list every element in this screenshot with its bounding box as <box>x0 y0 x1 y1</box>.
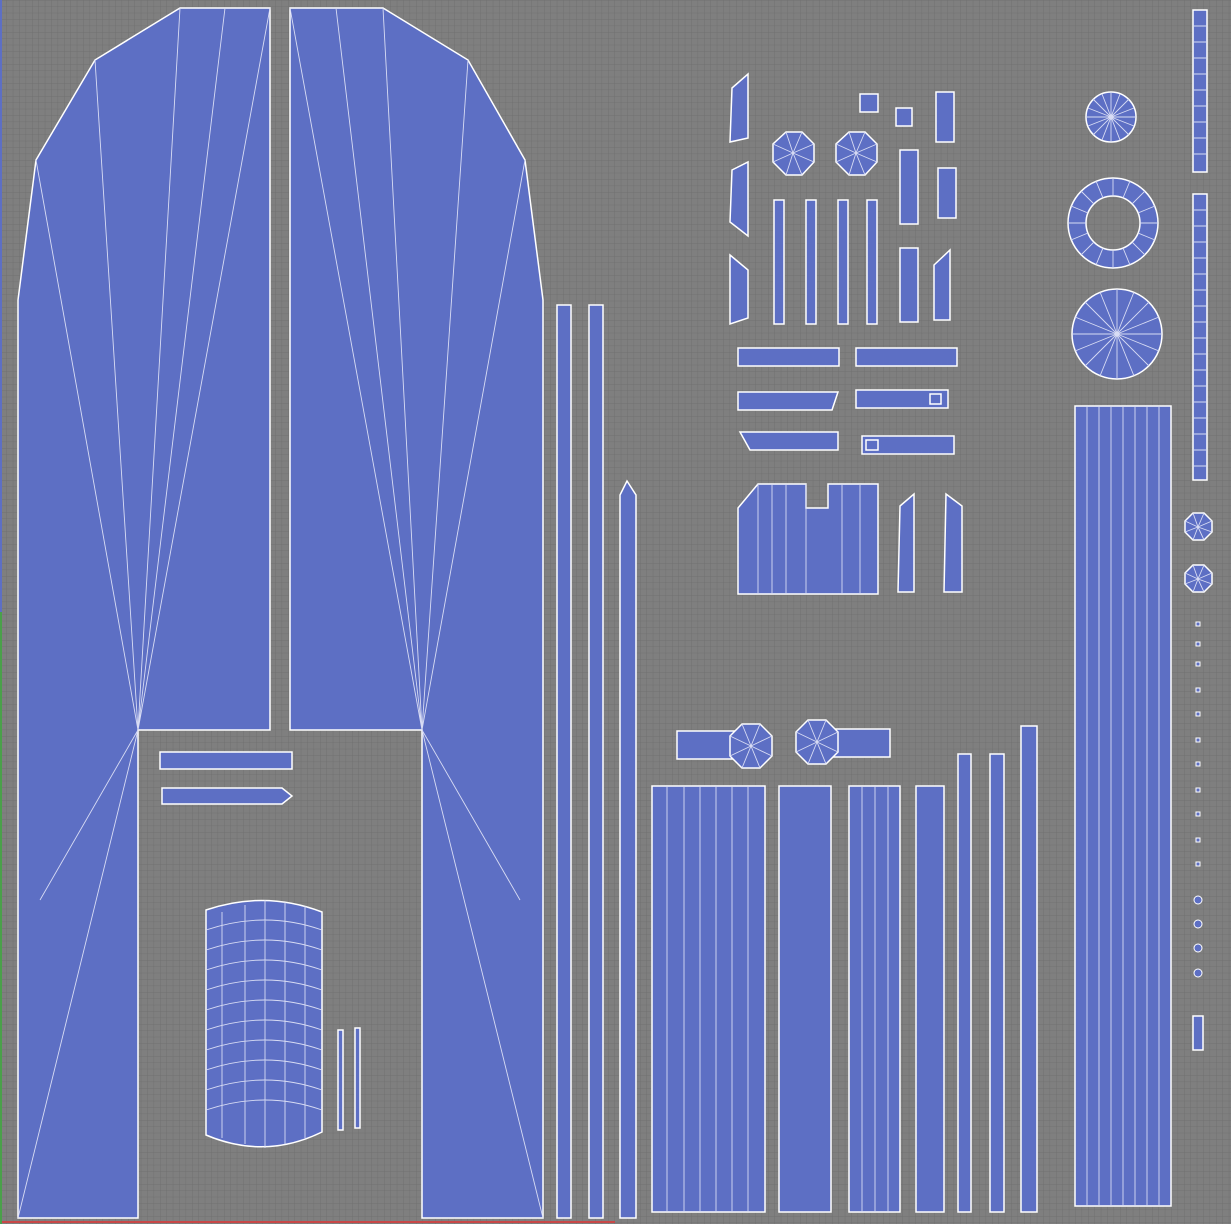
uv-shell-hstrip-2[interactable] <box>855 347 958 367</box>
uv-shell-coat-right[interactable] <box>289 7 544 1219</box>
uv-shell-strip-b[interactable] <box>161 787 294 805</box>
uv-shell-long-strip-2[interactable] <box>588 304 604 1219</box>
uv-shell-disc-top[interactable] <box>1085 91 1137 143</box>
uv-shell-sleeve-6[interactable] <box>989 753 1005 1213</box>
uv-shell-block-3[interactable] <box>937 167 957 219</box>
uv-shell-ring[interactable] <box>1067 177 1159 269</box>
uv-shell-sleeve-2[interactable] <box>778 785 832 1213</box>
uv-shell-tiny-strip[interactable] <box>1192 1015 1204 1051</box>
uv-shell-square-2[interactable] <box>895 107 913 127</box>
uv-shell-wedge-3[interactable] <box>729 253 749 326</box>
uv-shell-hstrip-4[interactable] <box>855 389 949 409</box>
uv-shell-connector-left[interactable] <box>676 723 773 769</box>
uv-shell-coat-left[interactable] <box>17 7 271 1219</box>
uv-shell-fin-1[interactable] <box>897 492 915 593</box>
uv-shell-long-strip-1[interactable] <box>556 304 572 1219</box>
uv-shell-collar[interactable] <box>205 899 323 1148</box>
uv-shell-sleeve-1[interactable] <box>651 785 766 1213</box>
uv-shell-sleeve-5[interactable] <box>957 753 972 1213</box>
uv-shell-sleeve-7[interactable] <box>1020 725 1038 1213</box>
uv-shell-square-1[interactable] <box>859 93 879 113</box>
uv-shell-long-strip-3[interactable] <box>619 479 637 1219</box>
uv-shell-wedge-1[interactable] <box>729 72 749 143</box>
uv-shell-bar-2[interactable] <box>805 199 817 325</box>
uv-shell-sleeve-4[interactable] <box>915 785 945 1213</box>
uv-shell-block-1[interactable] <box>935 91 955 143</box>
uv-shell-edge-strip-top[interactable] <box>1192 9 1208 173</box>
uv-shell-sleeve-3[interactable] <box>848 785 901 1213</box>
uv-shell-thin-b[interactable] <box>354 1027 361 1129</box>
uv-shell-notched-block[interactable] <box>737 483 879 595</box>
uv-shell-wedge-2[interactable] <box>729 160 749 238</box>
uv-shell-block-5[interactable] <box>933 248 951 321</box>
uv-shell-hstrip-6[interactable] <box>861 435 955 455</box>
uv-shell-edge-strip-bottom[interactable] <box>1192 193 1208 481</box>
uv-shell-hstrip-4b[interactable] <box>929 393 942 405</box>
uv-shell-connector-right[interactable] <box>795 719 891 765</box>
uv-shell-block-4[interactable] <box>899 247 919 323</box>
uv-shell-tiny-dots[interactable] <box>1193 621 1203 978</box>
uv-shell-fin-2[interactable] <box>943 492 963 593</box>
uv-shell-strip-a[interactable] <box>159 751 293 770</box>
uv-shell-octagon-2[interactable] <box>835 131 878 176</box>
uv-shell-hstrip-5[interactable] <box>738 431 839 451</box>
uv-shell-hstrip-3[interactable] <box>737 391 840 411</box>
uv-shell-bar-4[interactable] <box>866 199 878 325</box>
uv-shell-octagon-1[interactable] <box>772 131 815 176</box>
uv-shell-thin-a[interactable] <box>337 1029 344 1131</box>
uv-shell-tall-block[interactable] <box>1074 405 1172 1207</box>
uv-shell-small-octagon-1[interactable] <box>1184 512 1213 541</box>
uv-shell-block-2[interactable] <box>899 149 919 225</box>
uv-shell-small-octagon-2[interactable] <box>1184 564 1213 593</box>
uv-shell-hstrip-1[interactable] <box>737 347 840 367</box>
uv-shell-bar-1[interactable] <box>773 199 785 325</box>
uv-shells-group[interactable] <box>17 7 1213 1219</box>
uv-shell-hstrip-6b[interactable] <box>865 439 879 451</box>
uv-shell-disc-bottom[interactable] <box>1071 288 1163 380</box>
uv-shell-bar-3[interactable] <box>837 199 849 325</box>
